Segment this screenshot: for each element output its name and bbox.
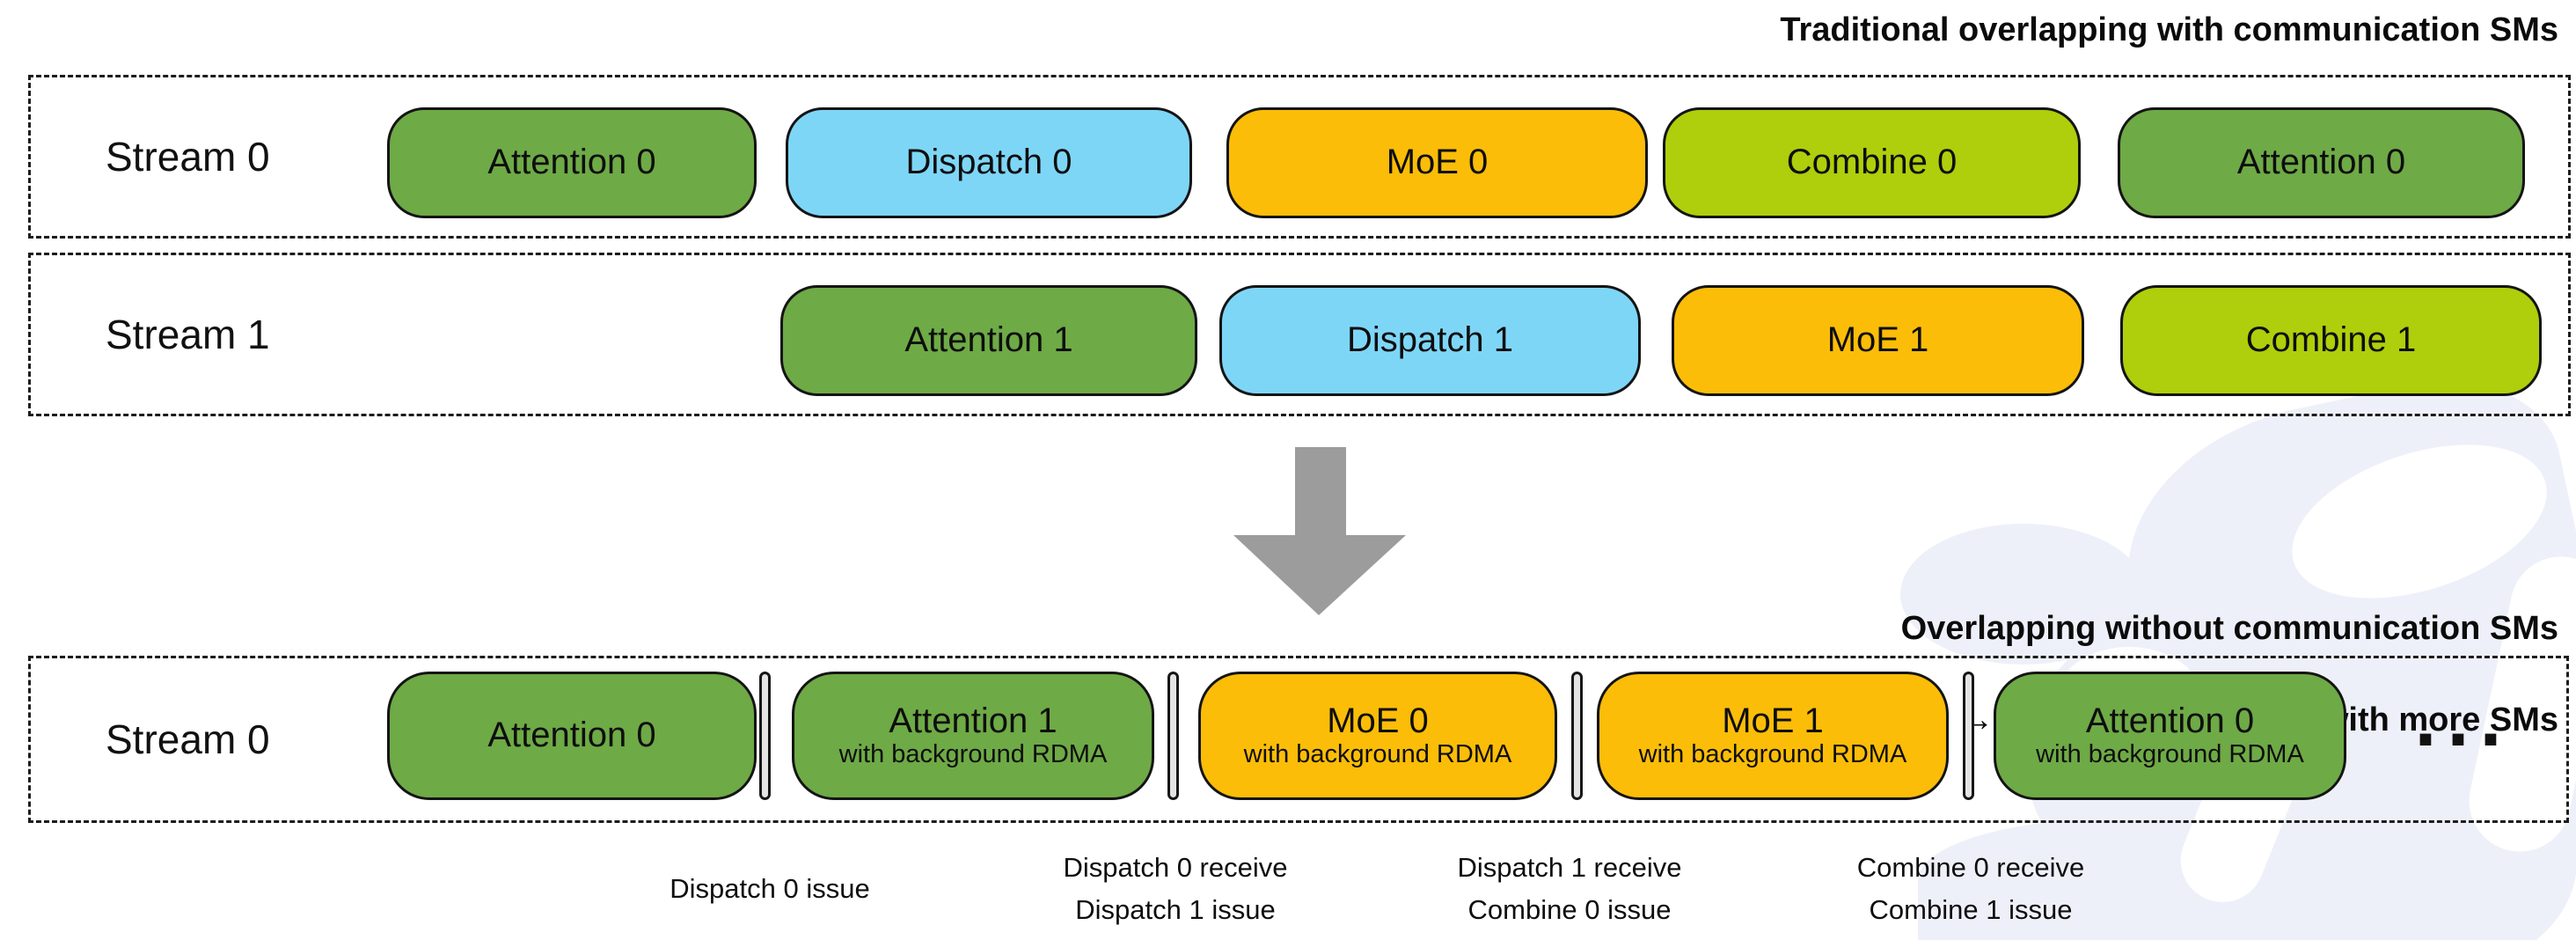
separator-pill-4 xyxy=(1963,672,1974,800)
block-attention-0: Attention 0 xyxy=(387,107,757,218)
block-attention-0-repeat: Attention 0 xyxy=(2118,107,2525,218)
annotation-line: Dispatch 0 issue xyxy=(670,873,870,904)
annotation-line: Combine 0 issue xyxy=(1467,894,1672,925)
block-moe-0: MoE 0 xyxy=(1226,107,1648,218)
block-label: Attention 0 xyxy=(2085,701,2255,740)
block-label: Dispatch 0 xyxy=(905,143,1072,182)
block-label: Attention 0 xyxy=(2236,143,2406,182)
stream-1-box: Stream 1 xyxy=(28,253,2571,416)
annotation-dispatch0-issue: Dispatch 0 issue xyxy=(541,843,999,935)
title-traditional-overlapping: Traditional overlapping with communicati… xyxy=(1780,11,2558,48)
bottom-block-attention-0: Attention 0 xyxy=(387,672,757,800)
block-sublabel: with background RDMA xyxy=(1638,739,1907,768)
separator-pill-2 xyxy=(1167,672,1179,800)
block-combine-1: Combine 1 xyxy=(2120,285,2542,396)
down-arrow-icon xyxy=(1232,447,1408,616)
block-attention-1: Attention 1 xyxy=(780,285,1197,396)
block-combine-0: Combine 0 xyxy=(1663,107,2081,218)
bottom-stream-0-label: Stream 0 xyxy=(106,716,270,762)
block-label: Attention 1 xyxy=(889,701,1057,740)
block-label: MoE 1 xyxy=(1826,320,1929,360)
annotation-combine0-receive: Combine 0 receive Combine 1 issue xyxy=(1742,843,2199,935)
bottom-block-attention-0-repeat: Attention 0 with background RDMA xyxy=(1994,672,2346,800)
separator-pill-1 xyxy=(759,672,771,800)
block-label: Combine 1 xyxy=(2245,320,2417,360)
bottom-block-moe-1: MoE 1 with background RDMA xyxy=(1597,672,1949,800)
annotation-line: Dispatch 1 receive xyxy=(1457,852,1682,883)
block-label: Dispatch 1 xyxy=(1347,320,1513,360)
bottom-stream-0-box: Stream 0 xyxy=(28,656,2569,823)
watermark-blob xyxy=(1900,524,2147,665)
block-sublabel: with background RDMA xyxy=(838,739,1108,768)
block-sublabel: with background RDMA xyxy=(1243,739,1512,768)
annotation-line: Combine 1 issue xyxy=(1869,894,2073,925)
block-label: MoE 0 xyxy=(1386,143,1489,182)
separator-pill-3 xyxy=(1571,672,1583,800)
block-sublabel: with background RDMA xyxy=(2036,739,2304,768)
block-dispatch-0: Dispatch 0 xyxy=(786,107,1192,218)
block-label: MoE 1 xyxy=(1722,701,1824,740)
block-label: Attention 0 xyxy=(487,716,656,755)
annotation-line: Dispatch 0 receive xyxy=(1063,852,1288,883)
block-label: Combine 0 xyxy=(1786,143,1958,182)
block-label: Attention 0 xyxy=(487,143,656,182)
bottom-block-attention-1: Attention 1 with background RDMA xyxy=(792,672,1154,800)
annotation-dispatch1-receive: Dispatch 1 receive Combine 0 issue xyxy=(1341,843,1798,935)
block-label: MoE 0 xyxy=(1327,701,1429,740)
title-line-1: Overlapping without communication SMs xyxy=(1900,610,2558,647)
block-label: Attention 1 xyxy=(904,320,1073,360)
block-dispatch-1: Dispatch 1 xyxy=(1219,285,1641,396)
annotation-dispatch0-receive: Dispatch 0 receive Dispatch 1 issue xyxy=(947,843,1404,935)
stream-0-box: Stream 0 xyxy=(28,75,2571,239)
bottom-block-moe-0: MoE 0 with background RDMA xyxy=(1198,672,1557,800)
stream-0-label: Stream 0 xyxy=(106,134,270,180)
stream-1-label: Stream 1 xyxy=(106,312,270,357)
block-moe-1: MoE 1 xyxy=(1672,285,2084,396)
continuation-ellipsis: ... xyxy=(2414,675,2513,763)
annotation-line: Combine 0 receive xyxy=(1856,852,2085,883)
annotation-line: Dispatch 1 issue xyxy=(1075,894,1276,925)
